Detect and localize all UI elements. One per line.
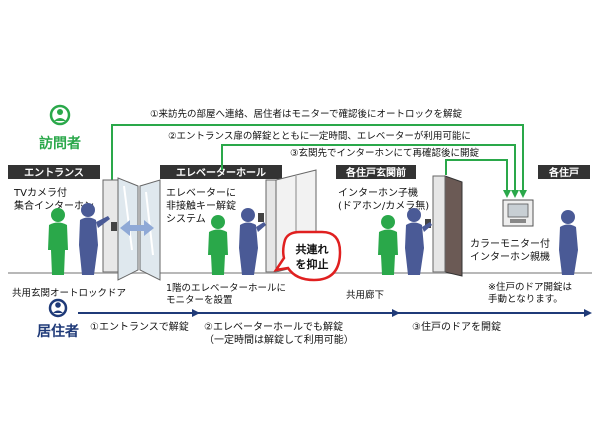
door-device-caption-2: (ドアホン/カメラ無) bbox=[338, 199, 429, 212]
visitor-label: 訪問者 bbox=[39, 135, 81, 152]
tailgating-badge bbox=[273, 230, 342, 282]
tailgating-badge-text-1: 共連れ bbox=[296, 242, 329, 256]
resident-figure-entrance bbox=[79, 203, 110, 275]
tailgating-badge-text-2: を抑止 bbox=[296, 257, 329, 271]
resident-figure-door bbox=[405, 208, 432, 275]
door-open-arrows-icon bbox=[120, 220, 154, 236]
elevator-device-caption-2: 非接触キー解錠 bbox=[166, 199, 236, 212]
elevator-device-caption-1: エレベーターに bbox=[166, 187, 236, 199]
resident-person-icon bbox=[48, 298, 68, 318]
resident-step-1: ①エントランスで解錠 bbox=[90, 320, 189, 333]
area-label-entrance: エントランス bbox=[24, 167, 84, 179]
elevator-device-caption-3: システム bbox=[166, 213, 206, 225]
door-device-caption-1: インターホン子機 bbox=[338, 186, 418, 199]
area-header-unit-entrance: 各住戸玄関前 bbox=[336, 165, 416, 179]
visitor-flow-lines bbox=[111, 124, 524, 215]
visitor-step-1: ①来訪先の部屋へ連絡、居住者はモニターで確認後にオートロックを解錠 bbox=[150, 108, 462, 120]
resident-step-2-note: （一定時間は解錠して利用可能） bbox=[204, 333, 354, 346]
visitor-step-3: ③玄関先でインターホンにて再確認後に開錠 bbox=[290, 147, 480, 159]
entrance-device-caption-2: 集合インターホン bbox=[14, 199, 94, 212]
unit-device-caption-1: カラーモニター付 bbox=[470, 237, 550, 250]
area-header-elevator-hall: エレベーターホール bbox=[160, 165, 282, 179]
area-label-unit-entrance: 各住戸玄関前 bbox=[345, 166, 406, 179]
autolock-door-caption: 共用玄関オートロックドア bbox=[12, 287, 126, 299]
area-label-elevator-hall: エレベーターホール bbox=[176, 167, 266, 179]
elevator-monitor-caption-2: モニターを設置 bbox=[166, 294, 233, 306]
resident-label: 居住者 bbox=[37, 323, 79, 340]
visitor-step-2: ②エントランス扉の解錠とともに一定時間、エレベーターが利用可能に bbox=[168, 130, 471, 142]
unit-note-2: 手動となります。 bbox=[488, 293, 563, 305]
resident-figure-unit bbox=[559, 210, 578, 275]
resident-step-3: ③住戸のドアを開錠 bbox=[412, 320, 501, 333]
resident-figure-elevator bbox=[239, 208, 266, 275]
unit-device-caption-2: インターホン親機 bbox=[470, 250, 550, 263]
elevator-monitor-caption-1: 1階のエレベーターホールに bbox=[166, 283, 286, 294]
monitor-intercom-icon bbox=[502, 199, 534, 227]
area-header-unit: 各住戸 bbox=[538, 165, 590, 179]
visitor-figure-entrance bbox=[48, 208, 68, 275]
entrance-device-caption-1: TVカメラ付 bbox=[13, 186, 67, 199]
corridor-caption: 共用廊下 bbox=[346, 289, 384, 301]
visitor-person-icon bbox=[49, 104, 71, 126]
unit-note-1: ※住戸のドア開錠は bbox=[488, 281, 572, 293]
area-header-entrance: エントランス bbox=[8, 165, 100, 179]
visitor-figure-door bbox=[378, 215, 398, 275]
resident-step-2: ②エレベーターホールでも解錠 bbox=[204, 320, 343, 333]
area-label-unit: 各住戸 bbox=[548, 166, 579, 179]
resident-flow-line bbox=[78, 309, 592, 317]
visitor-figure-elevator bbox=[208, 215, 228, 275]
